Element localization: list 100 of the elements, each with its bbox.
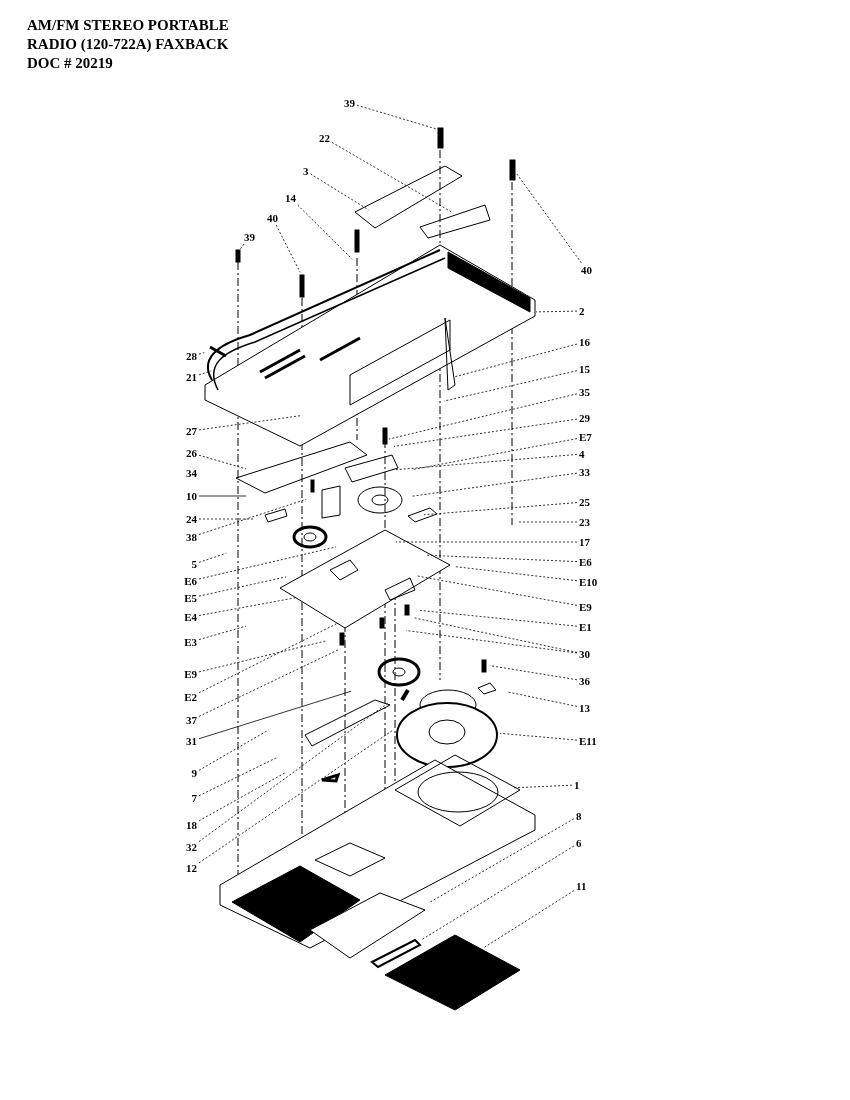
callout-number: 5 bbox=[190, 558, 198, 570]
callout-number: 7 bbox=[190, 792, 198, 804]
leader-line bbox=[275, 224, 301, 273]
callout-number: 34 bbox=[185, 467, 198, 479]
callout-number: 16 bbox=[578, 336, 591, 348]
leader-line bbox=[198, 625, 247, 640]
callout-number: 30 bbox=[578, 648, 591, 660]
callout-number: 24 bbox=[185, 513, 198, 525]
callout-number: 9 bbox=[190, 767, 198, 779]
callout-number: 11 bbox=[575, 880, 588, 892]
leader-line bbox=[198, 454, 247, 470]
callout-number: 3 bbox=[302, 165, 310, 177]
leader-line bbox=[395, 454, 578, 471]
leader-line bbox=[506, 691, 578, 707]
leader-line bbox=[395, 541, 578, 543]
callout-number: 26 bbox=[185, 447, 198, 459]
callout-number: 2 bbox=[578, 305, 586, 317]
leader-line bbox=[388, 393, 578, 440]
callout-number: E6 bbox=[578, 556, 593, 568]
leader-line bbox=[415, 575, 578, 606]
callout-number: 32 bbox=[185, 841, 198, 853]
leader-line bbox=[499, 732, 578, 741]
callout-number: 4 bbox=[578, 448, 586, 460]
leader-line bbox=[198, 729, 269, 771]
leader-line bbox=[198, 576, 287, 597]
leader-line bbox=[413, 617, 578, 653]
leader-line bbox=[198, 729, 394, 864]
leader-line bbox=[310, 173, 369, 211]
leader-line bbox=[489, 665, 578, 681]
leader-line bbox=[393, 418, 578, 447]
leader-line bbox=[453, 566, 578, 582]
leader-line bbox=[198, 498, 307, 535]
leader-line bbox=[518, 521, 578, 523]
leader-line bbox=[198, 352, 205, 355]
leader-line bbox=[198, 690, 352, 740]
callout-number: 14 bbox=[284, 192, 297, 204]
leader-line bbox=[198, 649, 339, 717]
callout-number: 1 bbox=[573, 779, 581, 791]
callout-number: E4 bbox=[183, 611, 198, 623]
leader-line bbox=[453, 343, 578, 378]
title: AM/FM STEREO PORTABLE RADIO (120-722A) FAXBACK DOC # 20219 bbox=[27, 16, 230, 73]
leader-line bbox=[515, 172, 582, 264]
callout-number: 15 bbox=[578, 363, 591, 375]
callout-number: 12 bbox=[185, 862, 198, 874]
callout-number: 37 bbox=[185, 714, 198, 726]
leader-line bbox=[535, 310, 578, 313]
callout-number: 25 bbox=[578, 496, 591, 508]
leader-line bbox=[198, 597, 297, 616]
callout-number: E1 bbox=[578, 621, 593, 633]
leader-line bbox=[198, 640, 327, 673]
leader-line bbox=[410, 472, 578, 497]
leader-line bbox=[405, 630, 578, 654]
callout-number: 35 bbox=[578, 386, 591, 398]
callout-number: 36 bbox=[578, 675, 591, 687]
leader-line bbox=[198, 546, 337, 580]
callout-number: 27 bbox=[185, 425, 198, 437]
leader-line bbox=[421, 845, 575, 941]
leader-line bbox=[198, 518, 256, 520]
callout-number: 40 bbox=[266, 212, 279, 224]
leader-line bbox=[297, 204, 353, 260]
callout-number: 23 bbox=[578, 516, 591, 528]
callout-number: E10 bbox=[578, 576, 599, 588]
callout-number: 31 bbox=[185, 735, 198, 747]
callout-number: 22 bbox=[318, 132, 331, 144]
callout-number: E9 bbox=[578, 601, 593, 613]
leader-line bbox=[356, 104, 437, 130]
leader-line bbox=[198, 771, 287, 822]
callout-number: E6 bbox=[183, 575, 198, 587]
leader-line bbox=[239, 243, 245, 250]
callout-number: 13 bbox=[578, 702, 591, 714]
callout-number: 8 bbox=[575, 810, 583, 822]
callout-number: E11 bbox=[578, 735, 598, 747]
leader-line bbox=[198, 495, 247, 497]
callout-number: 39 bbox=[343, 97, 356, 109]
callout-number: 21 bbox=[185, 371, 198, 383]
leader-line bbox=[198, 370, 212, 376]
callout-number: E5 bbox=[183, 592, 198, 604]
callout-number: E7 bbox=[578, 431, 593, 443]
leader-line bbox=[413, 438, 578, 470]
callout-number: E3 bbox=[183, 636, 198, 648]
leader-line bbox=[428, 818, 575, 904]
callout-number: 39 bbox=[243, 231, 256, 243]
callout-number: 10 bbox=[185, 490, 198, 502]
leader-line bbox=[419, 610, 578, 627]
callout-number: 18 bbox=[185, 819, 198, 831]
callout-number: 33 bbox=[578, 466, 591, 478]
leader-line bbox=[443, 370, 578, 402]
callout-number: 17 bbox=[578, 536, 591, 548]
callout-number: 40 bbox=[580, 264, 593, 276]
leader-line bbox=[423, 502, 578, 516]
leader-line bbox=[198, 623, 337, 694]
leader-line bbox=[331, 142, 452, 213]
callout-number: E2 bbox=[183, 691, 198, 703]
leader-line bbox=[198, 757, 277, 797]
leader-line bbox=[483, 890, 575, 949]
leader-line bbox=[513, 784, 573, 789]
callout-number: 38 bbox=[185, 531, 198, 543]
leader-line bbox=[198, 702, 390, 842]
callout-number: 29 bbox=[578, 412, 591, 424]
callout-number: 28 bbox=[185, 350, 198, 362]
